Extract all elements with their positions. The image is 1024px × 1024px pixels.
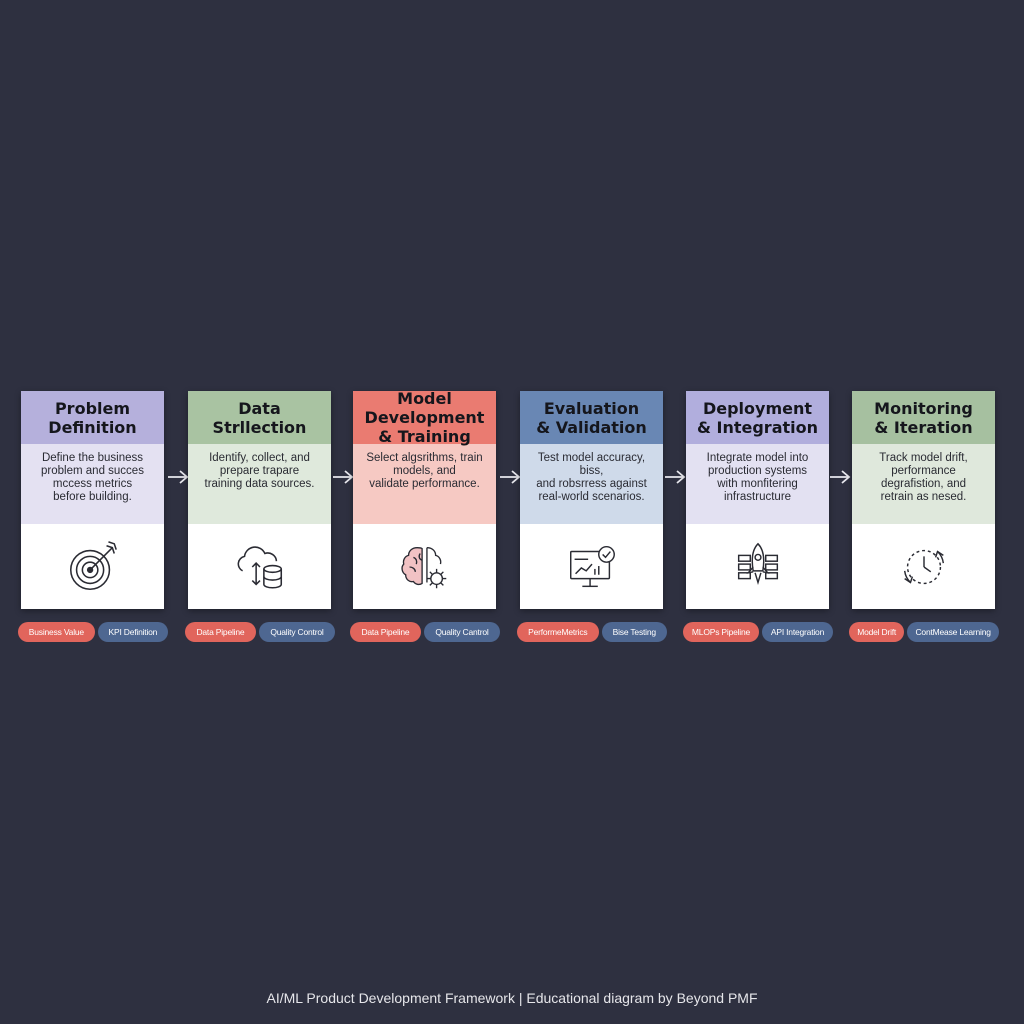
step-title: Deployment & Integration xyxy=(696,398,819,437)
step-model-development: Model Development & Training Select algs… xyxy=(350,391,500,642)
step-description: Test model accuracy, biss, and robsrress… xyxy=(520,444,663,524)
step-evaluation-validation: Evaluation & Validation Test model accur… xyxy=(517,391,667,642)
tag-mlops-pipeline: MLOPs Pipeline xyxy=(683,622,759,642)
step-header: Evaluation & Validation xyxy=(520,391,663,444)
tag-business-value: Business Value xyxy=(18,622,95,642)
tag-performance-metrics: PerformeMetrics xyxy=(517,622,599,642)
brain-gear-icon xyxy=(353,524,496,609)
step-tags: MLOPs Pipeline API Integration xyxy=(683,622,834,642)
step-header: Data Strllection xyxy=(188,391,331,444)
step-description: Identify, collect, and prepare trapare t… xyxy=(188,444,331,524)
step-description: Track model drift, performance degrafist… xyxy=(852,444,995,524)
step-card: Data Strllection Identify, collect, and … xyxy=(188,391,331,609)
tag-quality-control: Quality Control xyxy=(258,622,335,642)
step-header: Deployment & Integration xyxy=(686,391,829,444)
step-title: Problem Definition xyxy=(48,398,137,437)
cloud-database-icon xyxy=(188,524,331,609)
step-title: Evaluation & Validation xyxy=(536,398,647,437)
target-icon xyxy=(21,524,164,609)
step-tags: Model Drift ContMease Learning xyxy=(849,622,999,642)
step-card: Monitoring & Iteration Track model drift… xyxy=(852,391,995,609)
tag-quality-control: Quality Cantrol xyxy=(423,622,500,642)
step-description: Define the business problem and succes m… xyxy=(21,444,164,524)
tag-api-integration: API Integration xyxy=(761,622,834,642)
tag-kpi-definition: KPI Definition xyxy=(97,622,168,642)
step-card: Evaluation & Validation Test model accur… xyxy=(520,391,663,609)
tag-continuous-learning: ContMease Learning xyxy=(907,622,999,642)
step-tags: Data Pipeline Quality Control xyxy=(185,622,335,642)
tag-bias-testing: Bise Testing xyxy=(601,622,667,642)
step-problem-definition: Problem Definition Define the business p… xyxy=(18,391,168,642)
step-tags: Business Value KPI Definition xyxy=(18,622,168,642)
framework-diagram: Problem Definition Define the business p… xyxy=(18,391,999,651)
step-title: Data Strllection xyxy=(212,398,307,437)
tag-data-pipeline: Data Pipeline xyxy=(350,622,421,642)
arrow-right-icon xyxy=(331,469,355,485)
tag-model-drift: Model Drift xyxy=(849,622,905,642)
step-tags: PerformeMetrics Bise Testing xyxy=(517,622,667,642)
step-card: Deployment & Integration Integrate model… xyxy=(686,391,829,609)
step-data-collection: Data Strllection Identify, collect, and … xyxy=(185,391,335,642)
step-header: Problem Definition xyxy=(21,391,164,444)
step-header: Model Development & Training xyxy=(353,391,496,446)
step-tags: Data Pipeline Quality Cantrol xyxy=(350,622,500,642)
step-title: Monitoring & Iteration xyxy=(874,398,973,437)
arrow-right-icon xyxy=(498,469,522,485)
arrow-right-icon xyxy=(828,469,852,485)
step-card: Problem Definition Define the business p… xyxy=(21,391,164,609)
step-deployment-integration: Deployment & Integration Integrate model… xyxy=(683,391,834,642)
monitor-check-icon xyxy=(520,524,663,609)
step-card: Model Development & Training Select algs… xyxy=(353,391,496,609)
step-header: Monitoring & Iteration xyxy=(852,391,995,444)
step-description: Integrate model into production systems … xyxy=(686,444,829,524)
step-title: Model Development & Training xyxy=(364,391,485,446)
arrow-right-icon xyxy=(166,469,190,485)
step-monitoring-iteration: Monitoring & Iteration Track model drift… xyxy=(849,391,999,642)
rocket-server-icon xyxy=(686,524,829,609)
footer-caption: AI/ML Product Development Framework | Ed… xyxy=(266,990,758,1006)
clock-cycle-icon xyxy=(852,524,995,609)
step-description: Select algsrithms, train models, and val… xyxy=(353,444,496,524)
arrow-right-icon xyxy=(663,469,687,485)
tag-data-pipeline: Data Pipeline xyxy=(185,622,256,642)
